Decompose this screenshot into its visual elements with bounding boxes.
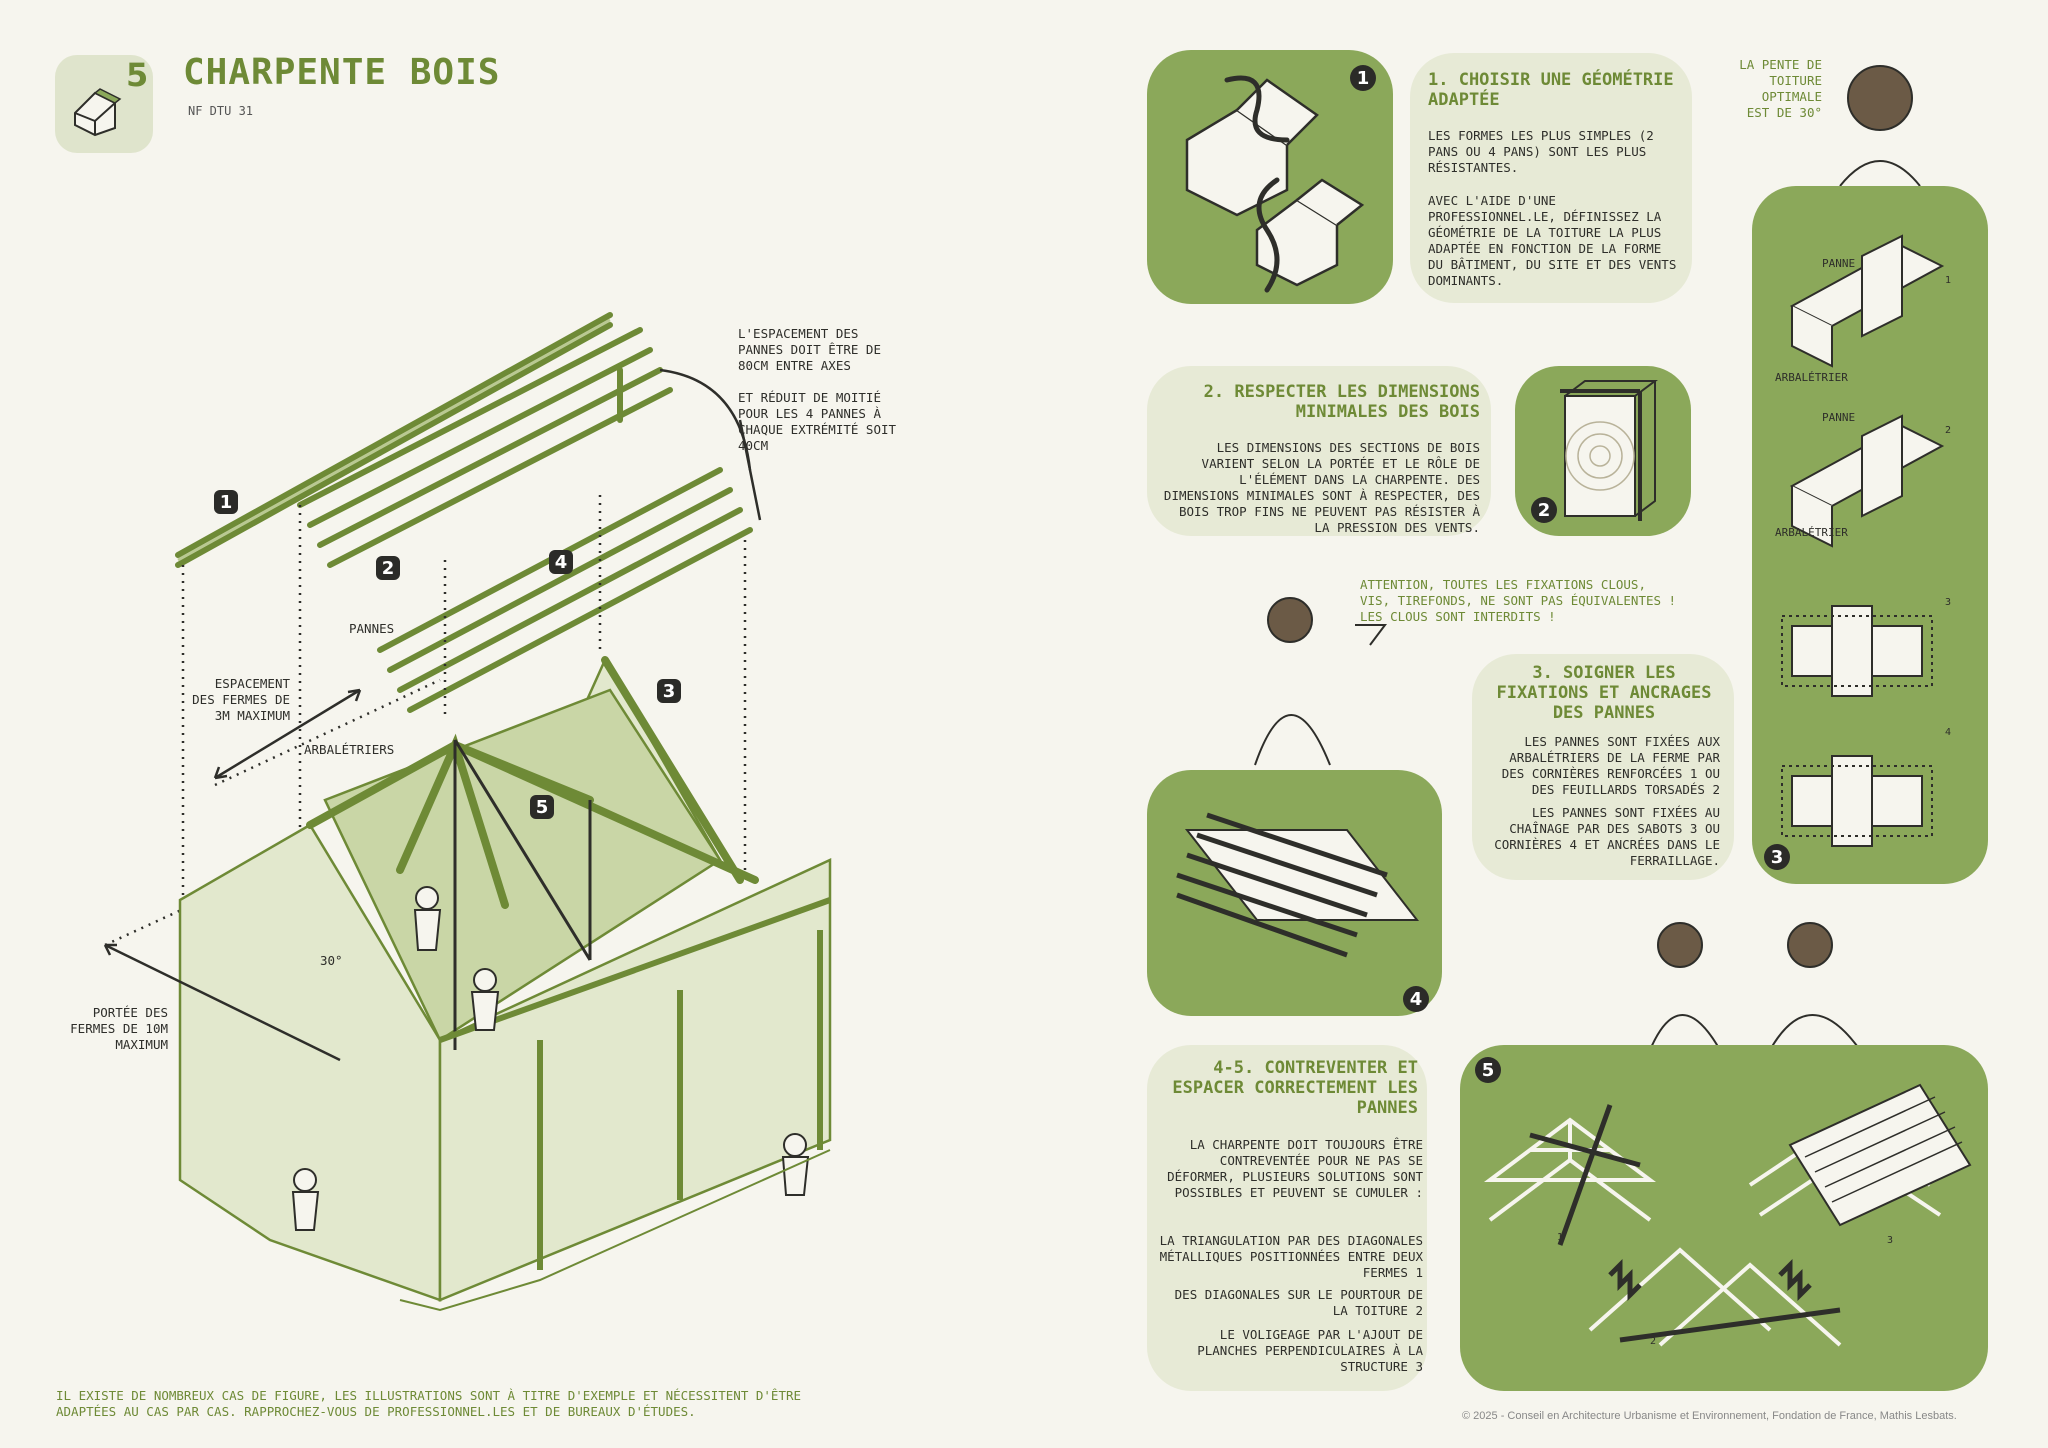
- bracing-illustration: [1484, 1083, 1972, 1347]
- section5-paragraph-1: LA CHARPENTE DOIT TOUJOURS ÊTRE CONTREVE…: [1167, 1137, 1423, 1200]
- footnote: IL EXISTE DE NOMBREUX CAS DE FIGURE, LES…: [56, 1388, 802, 1419]
- bubble-tail: [1355, 624, 1387, 646]
- diagram-number-2: 2: [1650, 1336, 1657, 1347]
- people-working-illustration: [1649, 922, 1861, 1051]
- diagram-number-1: 1: [1557, 1232, 1564, 1243]
- badge-2: 2: [376, 556, 400, 580]
- houses-wind-illustration: [1185, 75, 1365, 293]
- section1-paragraph-2: AVEC L'AIDE D'UNE PROFESSIONNEL.LE, DÉFI…: [1428, 193, 1677, 288]
- detail-number-4: 4: [1945, 727, 1952, 738]
- label-portee: PORTÉE DES FERMES DE 10m MAXIMUM: [70, 1005, 168, 1052]
- section1-title: 1. CHOISIR UNE GÉOMÉTRIE ADAPTÉE: [1428, 70, 1674, 110]
- fixation-details-illustration: [1781, 234, 1945, 847]
- section5-paragraph-2: LA TRIANGULATION PAR DES DIAGONALES MÉTA…: [1159, 1233, 1423, 1280]
- section4-badge: 4: [1403, 986, 1429, 1012]
- section3-text-panel: [1472, 654, 1734, 880]
- section2-paragraph-1: LES DIMENSIONS DES SECTIONS DE BOIS VARI…: [1163, 440, 1480, 535]
- section5-text-panel: [1147, 1045, 1427, 1391]
- detail-number-1: 1: [1945, 275, 1952, 286]
- section5-badge: 5: [1475, 1057, 1501, 1083]
- wood-section-illustration: [1560, 380, 1658, 521]
- person-illustration-woman: [1254, 597, 1331, 766]
- detail-number-2: 2: [1945, 425, 1952, 436]
- detail-label-arbaletrier-1: ARBALÉTRIER: [1775, 371, 1848, 384]
- section2-text-panel: [1147, 366, 1491, 536]
- detail-number-3: 3: [1945, 597, 1952, 608]
- section2-badge: 2: [1531, 497, 1557, 523]
- section3-paragraph-2: LES PANNES SONT FIXÉES AU CHAÎNAGE PAR D…: [1494, 805, 1720, 868]
- badge-5: 5: [530, 795, 554, 819]
- label-arbaletriers: ARBALÉTRIERS: [304, 742, 395, 757]
- page-title: CHARPENTE BOIS: [183, 52, 501, 93]
- norm-reference: NF DTU 31: [188, 104, 254, 118]
- copyright: © 2025 - Conseil en Architecture Urbanis…: [1462, 1410, 1957, 1422]
- section5-paragraph-3: DES DIAGONALES SUR LE POURTOUR DE LA TOI…: [1174, 1287, 1423, 1318]
- label-angle: 30°: [320, 953, 343, 968]
- section3-paragraph-1: LES PANNES SONT FIXÉES AUX ARBALÉTRIERS …: [1501, 734, 1720, 797]
- section3-title: 3. SOIGNER LES FIXATIONS ET ANCRAGES DES…: [1496, 663, 1712, 723]
- detail-label-panne-1: PANNE: [1822, 257, 1856, 270]
- badge-4: 4: [549, 550, 573, 574]
- section-number: 5: [126, 56, 149, 94]
- section3-badge: 3: [1764, 844, 1790, 870]
- badge-1: 1: [214, 490, 238, 514]
- label-espacement-fermes: ESPACEMENT DES FERMES DE 3m MAXIMUM: [192, 676, 290, 723]
- section1-paragraph-1: LES FORMES LES PLUS SIMPLES (2 PANS OU 4…: [1428, 128, 1654, 175]
- detail-label-arbaletrier-2: ARBALÉTRIER: [1775, 526, 1848, 539]
- section1-badge: 1: [1350, 65, 1376, 91]
- section-icon-box: [55, 55, 153, 153]
- purlins-truss-illustration: [1176, 812, 1420, 958]
- label-pannes-spacing-1: L'ESPACEMENT DES PANNES DOIT ÊTRE DE 80c…: [738, 326, 881, 373]
- person-illustration-top: [1839, 65, 1921, 187]
- section1-text-panel: [1410, 53, 1692, 303]
- bubble-fixations: ATTENTION, TOUTES LES FIXATIONS CLOUS, V…: [1360, 577, 1677, 624]
- diagram-number-3: 3: [1887, 1235, 1894, 1246]
- bubble-pente: LA PENTE DE TOITURE OPTIMALE EST DE 30°: [1739, 57, 1822, 120]
- badge-3: 3: [657, 679, 681, 703]
- label-pannes-spacing-2: ET RÉDUIT DE MOITIÉ POUR LES 4 PANNES À …: [738, 390, 897, 453]
- section5-paragraph-4: LE VOLIGEAGE PAR L'AJOUT DE PLANCHES PER…: [1197, 1327, 1423, 1374]
- roof-structure-illustration: [103, 312, 832, 1312]
- section5-title: 4-5. CONTREVENTER ET ESPACER CORRECTEMEN…: [1172, 1058, 1418, 1118]
- label-pannes: PANNES: [349, 621, 395, 636]
- section2-title: 2. RESPECTER LES DIMENSIONS MINIMALES DE…: [1203, 382, 1480, 422]
- detail-label-panne-2: PANNE: [1822, 411, 1856, 424]
- house-icon: [74, 88, 122, 137]
